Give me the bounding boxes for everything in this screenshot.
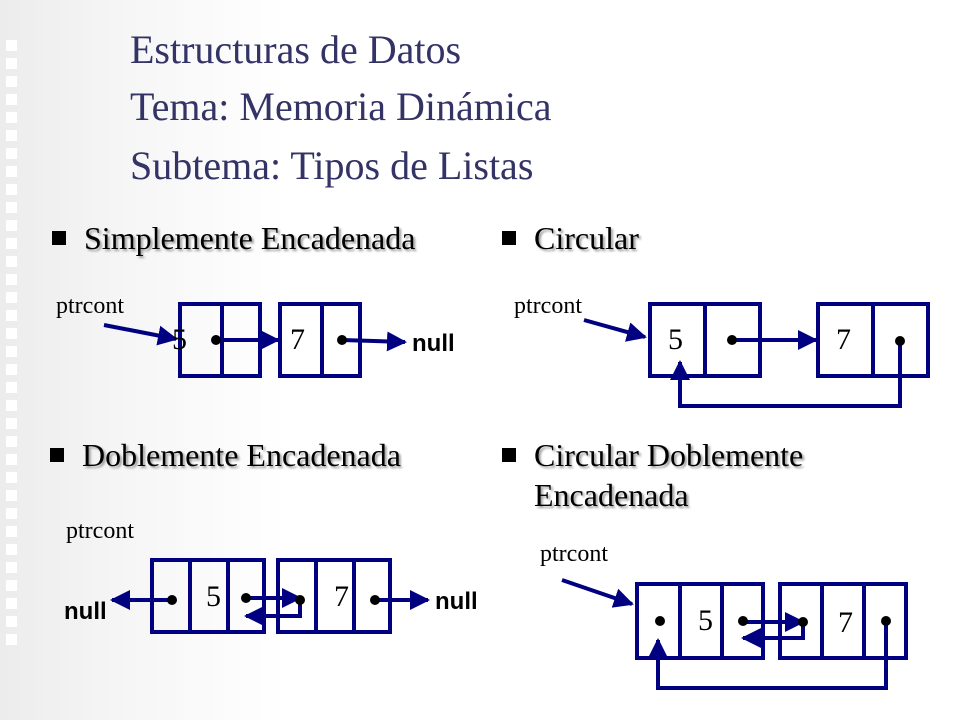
double-null-left-label: null bbox=[64, 598, 107, 625]
circular-value-2: 7 bbox=[836, 323, 851, 356]
circular-double-list-diagram bbox=[561, 578, 908, 690]
simple-null-label: null bbox=[412, 330, 455, 357]
decorative-squares bbox=[6, 40, 24, 652]
circular-double-value-1: 5 bbox=[698, 604, 713, 637]
simple-value-2: 7 bbox=[290, 323, 305, 356]
circular-double-pointer-label: ptrcont bbox=[540, 541, 608, 567]
circular-value-1: 5 bbox=[668, 323, 683, 356]
simple-value-1: 5 bbox=[172, 323, 187, 356]
circular-pointer-arrow bbox=[583, 318, 647, 342]
bullet-simple-label: Simplemente Encadenada bbox=[84, 220, 416, 256]
double-list-diagram bbox=[110, 558, 430, 634]
title-line-1: Estructuras de Datos bbox=[130, 27, 462, 72]
circular-pointer-label: ptrcont bbox=[514, 293, 582, 319]
simple-pointer-label: ptrcont bbox=[56, 293, 124, 319]
bullet-circular-double-label: Circular Doblemente Encadenada bbox=[534, 437, 804, 513]
circular-double-value-2: 7 bbox=[838, 606, 853, 639]
double-pointer-label: ptrcont bbox=[66, 518, 134, 544]
title-line-3: Subtema: Tipos de Listas bbox=[130, 143, 534, 188]
simple-list-diagram bbox=[103, 302, 407, 378]
circular-double-prev-arrow bbox=[741, 623, 805, 648]
bullet-double-label: Doblemente Encadenada bbox=[82, 437, 401, 473]
double-value-2: 7 bbox=[334, 580, 349, 613]
double-prev-arrow bbox=[244, 600, 302, 626]
double-value-1: 5 bbox=[206, 580, 221, 613]
square-bullet-icon bbox=[502, 231, 516, 245]
square-bullet-icon bbox=[50, 448, 64, 462]
bullet-double: Doblemente Encadenada bbox=[50, 435, 401, 475]
circular-back-link bbox=[670, 341, 902, 408]
bullet-simple: Simplemente Encadenada bbox=[52, 218, 415, 258]
square-bullet-icon bbox=[502, 448, 516, 462]
simple-null-arrow bbox=[341, 331, 407, 352]
circular-list-diagram bbox=[583, 302, 930, 408]
title-line-2: Tema: Memoria Dinámica bbox=[130, 84, 552, 129]
circular-double-pointer-arrow bbox=[561, 578, 634, 608]
bullet-circular-double: Circular Doblemente Encadenada bbox=[502, 435, 803, 515]
bullet-circular-label: Circular bbox=[534, 220, 639, 256]
bullet-circular: Circular bbox=[502, 218, 639, 258]
square-bullet-icon bbox=[52, 231, 66, 245]
circular-double-back-link bbox=[648, 621, 888, 690]
double-null-right-label: null bbox=[435, 588, 478, 615]
simple-pointer-arrow bbox=[103, 323, 178, 346]
